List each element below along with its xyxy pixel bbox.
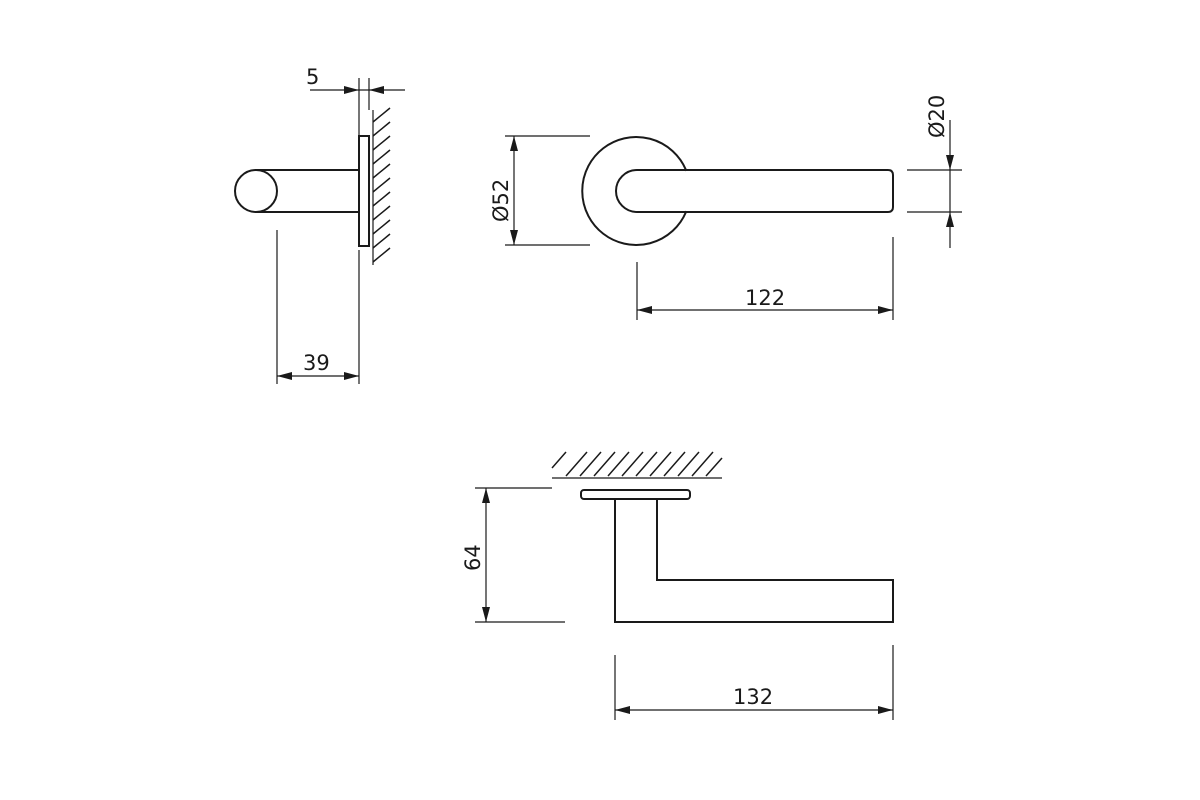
dimension-lever-length: 122 (636, 237, 894, 320)
dimension-lever-diameter: Ø20 (907, 95, 962, 248)
dimension-rose-thickness: 5 (306, 65, 405, 136)
rose-plate-side (358, 135, 370, 247)
dimension-label-5: 5 (306, 65, 319, 89)
dimension-label-64: 64 (461, 544, 485, 571)
dimension-label-132: 132 (733, 685, 773, 709)
dimension-rose-diameter: Ø52 (489, 135, 590, 246)
lever-side-profile (255, 169, 360, 213)
dimension-height: 64 (461, 487, 565, 623)
rose-circle-front (581, 136, 688, 246)
wall-hatch-side (372, 107, 391, 265)
dimension-label-d52: Ø52 (489, 179, 513, 222)
dimension-label-d20: Ø20 (925, 95, 949, 138)
lever-front-outline (615, 169, 894, 213)
lever-end-circle (234, 169, 278, 213)
dimension-label-39: 39 (303, 351, 330, 375)
front-view: Ø52 122 Ø20 (489, 95, 962, 320)
dimension-total-length: 132 (614, 645, 894, 720)
lever-top-outline (614, 498, 894, 623)
dimension-label-122: 122 (745, 286, 785, 310)
top-view: 64 132 (461, 451, 894, 720)
side-view: 5 39 (234, 65, 405, 384)
rose-plate-top (580, 489, 691, 500)
dimension-projection: 39 (276, 230, 360, 384)
wall-hatch-top (551, 451, 723, 479)
